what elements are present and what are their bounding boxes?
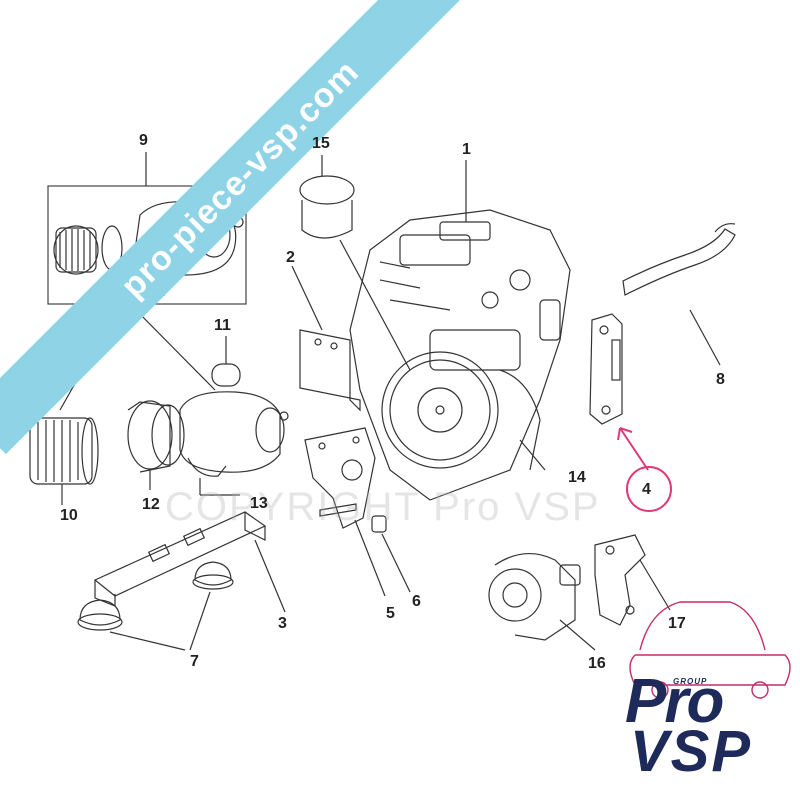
copyright-watermark: COPYRIGHT Pro VSP [165, 485, 601, 529]
part-4-pointer-arrow [617, 427, 649, 471]
part-12-clamp-ring [127, 400, 185, 490]
logo-car-outline [629, 601, 791, 699]
part-5-engine-plate [304, 427, 386, 597]
part-4-engine-mount-bracket [589, 313, 623, 425]
part-17-alternator-bracket [594, 534, 671, 626]
callout-7: 7 [190, 653, 199, 670]
callout-17: 17 [668, 615, 686, 632]
callout-10: 10 [60, 507, 78, 524]
part-2-mounting-bracket [291, 265, 361, 412]
part-7-engine-mounts [77, 561, 234, 651]
logo-vsp-text: VSP [630, 719, 753, 784]
callout-6: 6 [412, 593, 421, 610]
provsp-logo: GROUP Pro VSP [620, 585, 790, 785]
callout-9: 9 [139, 132, 148, 149]
callout-1: 1 [462, 141, 471, 158]
part-8-intake-hose [622, 223, 736, 366]
part-1-engine-block [349, 160, 571, 501]
part-3-subframe-bracket [93, 511, 286, 613]
callout-3: 3 [278, 615, 287, 632]
callout-8: 8 [716, 371, 725, 388]
callout-13: 13 [250, 495, 268, 512]
part-6-spacer [371, 515, 411, 593]
part-10-filter-element [29, 417, 99, 505]
callout-12: 12 [142, 496, 160, 513]
callout-16: 16 [588, 655, 606, 672]
callout-2: 2 [286, 249, 295, 266]
logo-group-text: GROUP [673, 677, 708, 686]
part-15-oil-filter [299, 155, 411, 371]
callout-5: 5 [386, 605, 395, 622]
logo-pro-text: Pro [625, 667, 724, 736]
callout-15: 15 [312, 135, 330, 152]
callout-4-highlight-circle [626, 466, 672, 512]
part-11-13-filter-housing [179, 336, 289, 496]
callout-4: 4 [642, 481, 651, 498]
part-16-alternator [488, 552, 596, 651]
callout-14: 14 [568, 469, 586, 486]
callout-11: 11 [214, 317, 231, 334]
